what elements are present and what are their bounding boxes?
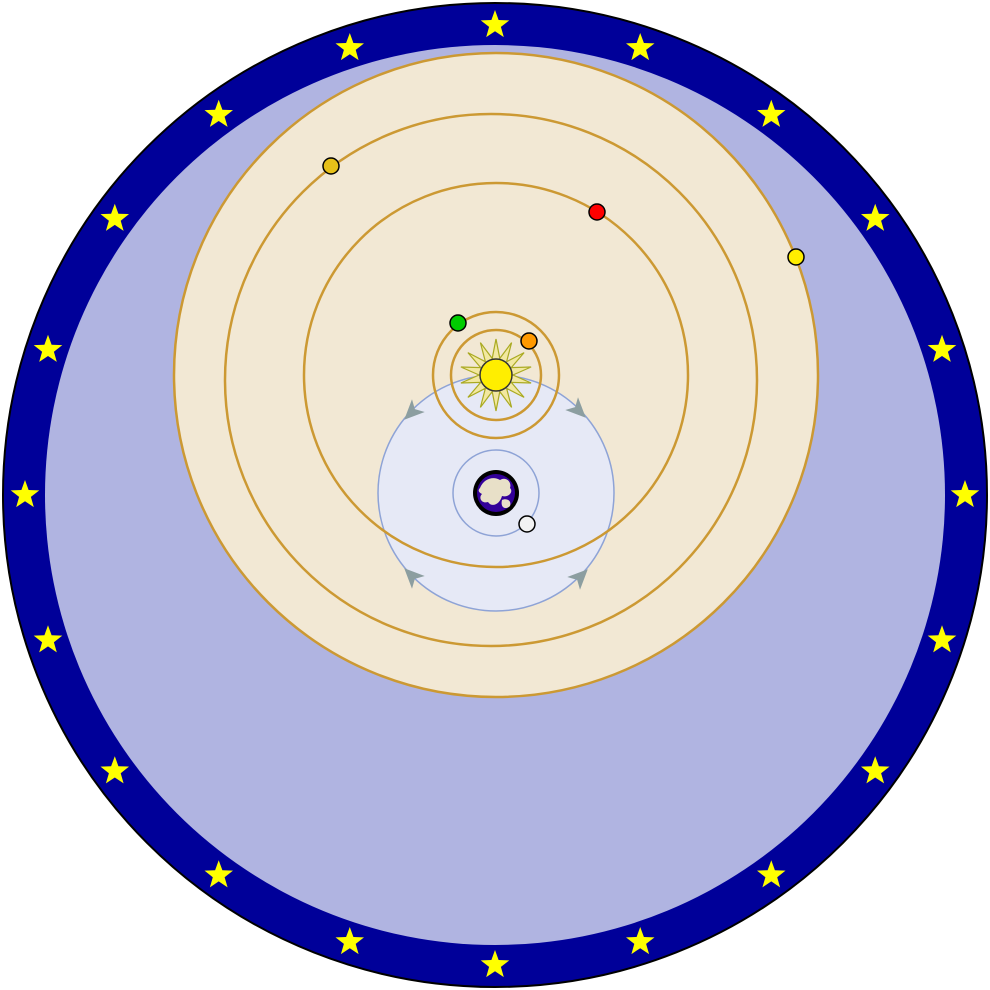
jupiter [322, 157, 340, 175]
saturn [787, 248, 805, 266]
motion-arrows [404, 397, 588, 590]
venus [449, 314, 467, 332]
star-icon [950, 480, 980, 508]
mars [588, 203, 606, 221]
star-icon [204, 860, 233, 888]
arrowhead-icon [565, 397, 586, 418]
star-icon [626, 927, 655, 955]
star-icon [100, 203, 129, 231]
mercury-orbit [449, 328, 543, 422]
star-icon [100, 756, 129, 784]
star-icon [33, 334, 63, 362]
star-icon [10, 480, 40, 508]
arrowhead-icon [404, 399, 425, 420]
star-icon [861, 203, 890, 231]
star-icon [927, 334, 957, 362]
moon-orbit [452, 449, 540, 537]
star-icon [335, 927, 364, 955]
star-icon [626, 33, 655, 61]
star-icon [757, 860, 786, 888]
star-icon [335, 33, 364, 61]
mercury [520, 332, 538, 350]
sun-icon [460, 338, 532, 412]
star-icon [480, 950, 510, 978]
star-icon [757, 99, 786, 127]
jupiter-orbit [223, 112, 759, 648]
earth-icon [473, 470, 519, 516]
arrowhead-icon [404, 568, 425, 589]
arrowhead-icon [567, 569, 588, 590]
star-icon [927, 625, 957, 653]
venus-orbit [431, 310, 561, 440]
star-icon [204, 99, 233, 127]
star-icon [33, 625, 63, 653]
star-icon [480, 10, 510, 38]
fixed-stars [10, 10, 980, 978]
star-icon [861, 756, 890, 784]
moon [518, 515, 536, 533]
mars-orbit [302, 181, 690, 569]
